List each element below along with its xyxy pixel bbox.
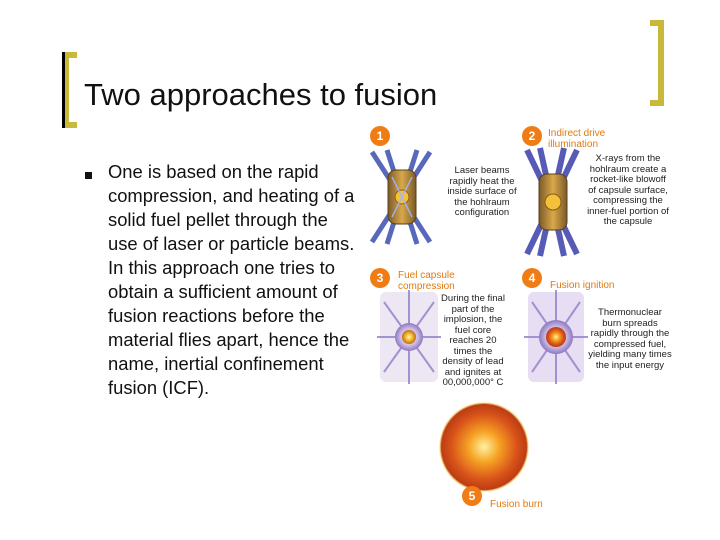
- stage-3-note: During the final part of the implosion, …: [441, 293, 505, 388]
- bullet-text: One is based on the rapid compression, a…: [108, 161, 355, 398]
- stage-4-label: Fusion ignition: [550, 280, 615, 291]
- slide-title: Two approaches to fusion: [84, 77, 438, 112]
- stage-1-art: [369, 149, 433, 245]
- stage-1-note: Laser beams rapidly heat the inside surf…: [447, 165, 517, 218]
- title-bracket-left: [63, 52, 77, 128]
- title-bracket-right: [650, 20, 664, 106]
- stage-4-badge: 4: [522, 268, 542, 288]
- stage-3-label: Fuel capsule compression: [398, 270, 455, 292]
- stage-3-badge: 3: [370, 268, 390, 288]
- stage-5-label: Fusion burn: [490, 499, 543, 510]
- stage-2-label: Indirect drive illumination: [548, 128, 606, 150]
- stage-2-badge: 2: [522, 126, 542, 146]
- stage-5-art: [439, 402, 529, 492]
- icf-diagram: 1 Laser beams rapidly heat the inside su…: [362, 122, 682, 512]
- stage-5-badge: 5: [462, 486, 482, 506]
- icf-diagram-art: [369, 147, 588, 492]
- stage-4-note: Thermonuclear burn spreads rapidly throu…: [588, 307, 672, 371]
- stage-4-art: [524, 290, 588, 384]
- stage-2-art: [524, 147, 580, 257]
- bullet-marker: [85, 172, 92, 179]
- stage-2-note: X-rays from the hohlraum create a rocket…: [587, 153, 669, 227]
- stage-3-art: [377, 290, 441, 384]
- stage-1-badge: 1: [370, 126, 390, 146]
